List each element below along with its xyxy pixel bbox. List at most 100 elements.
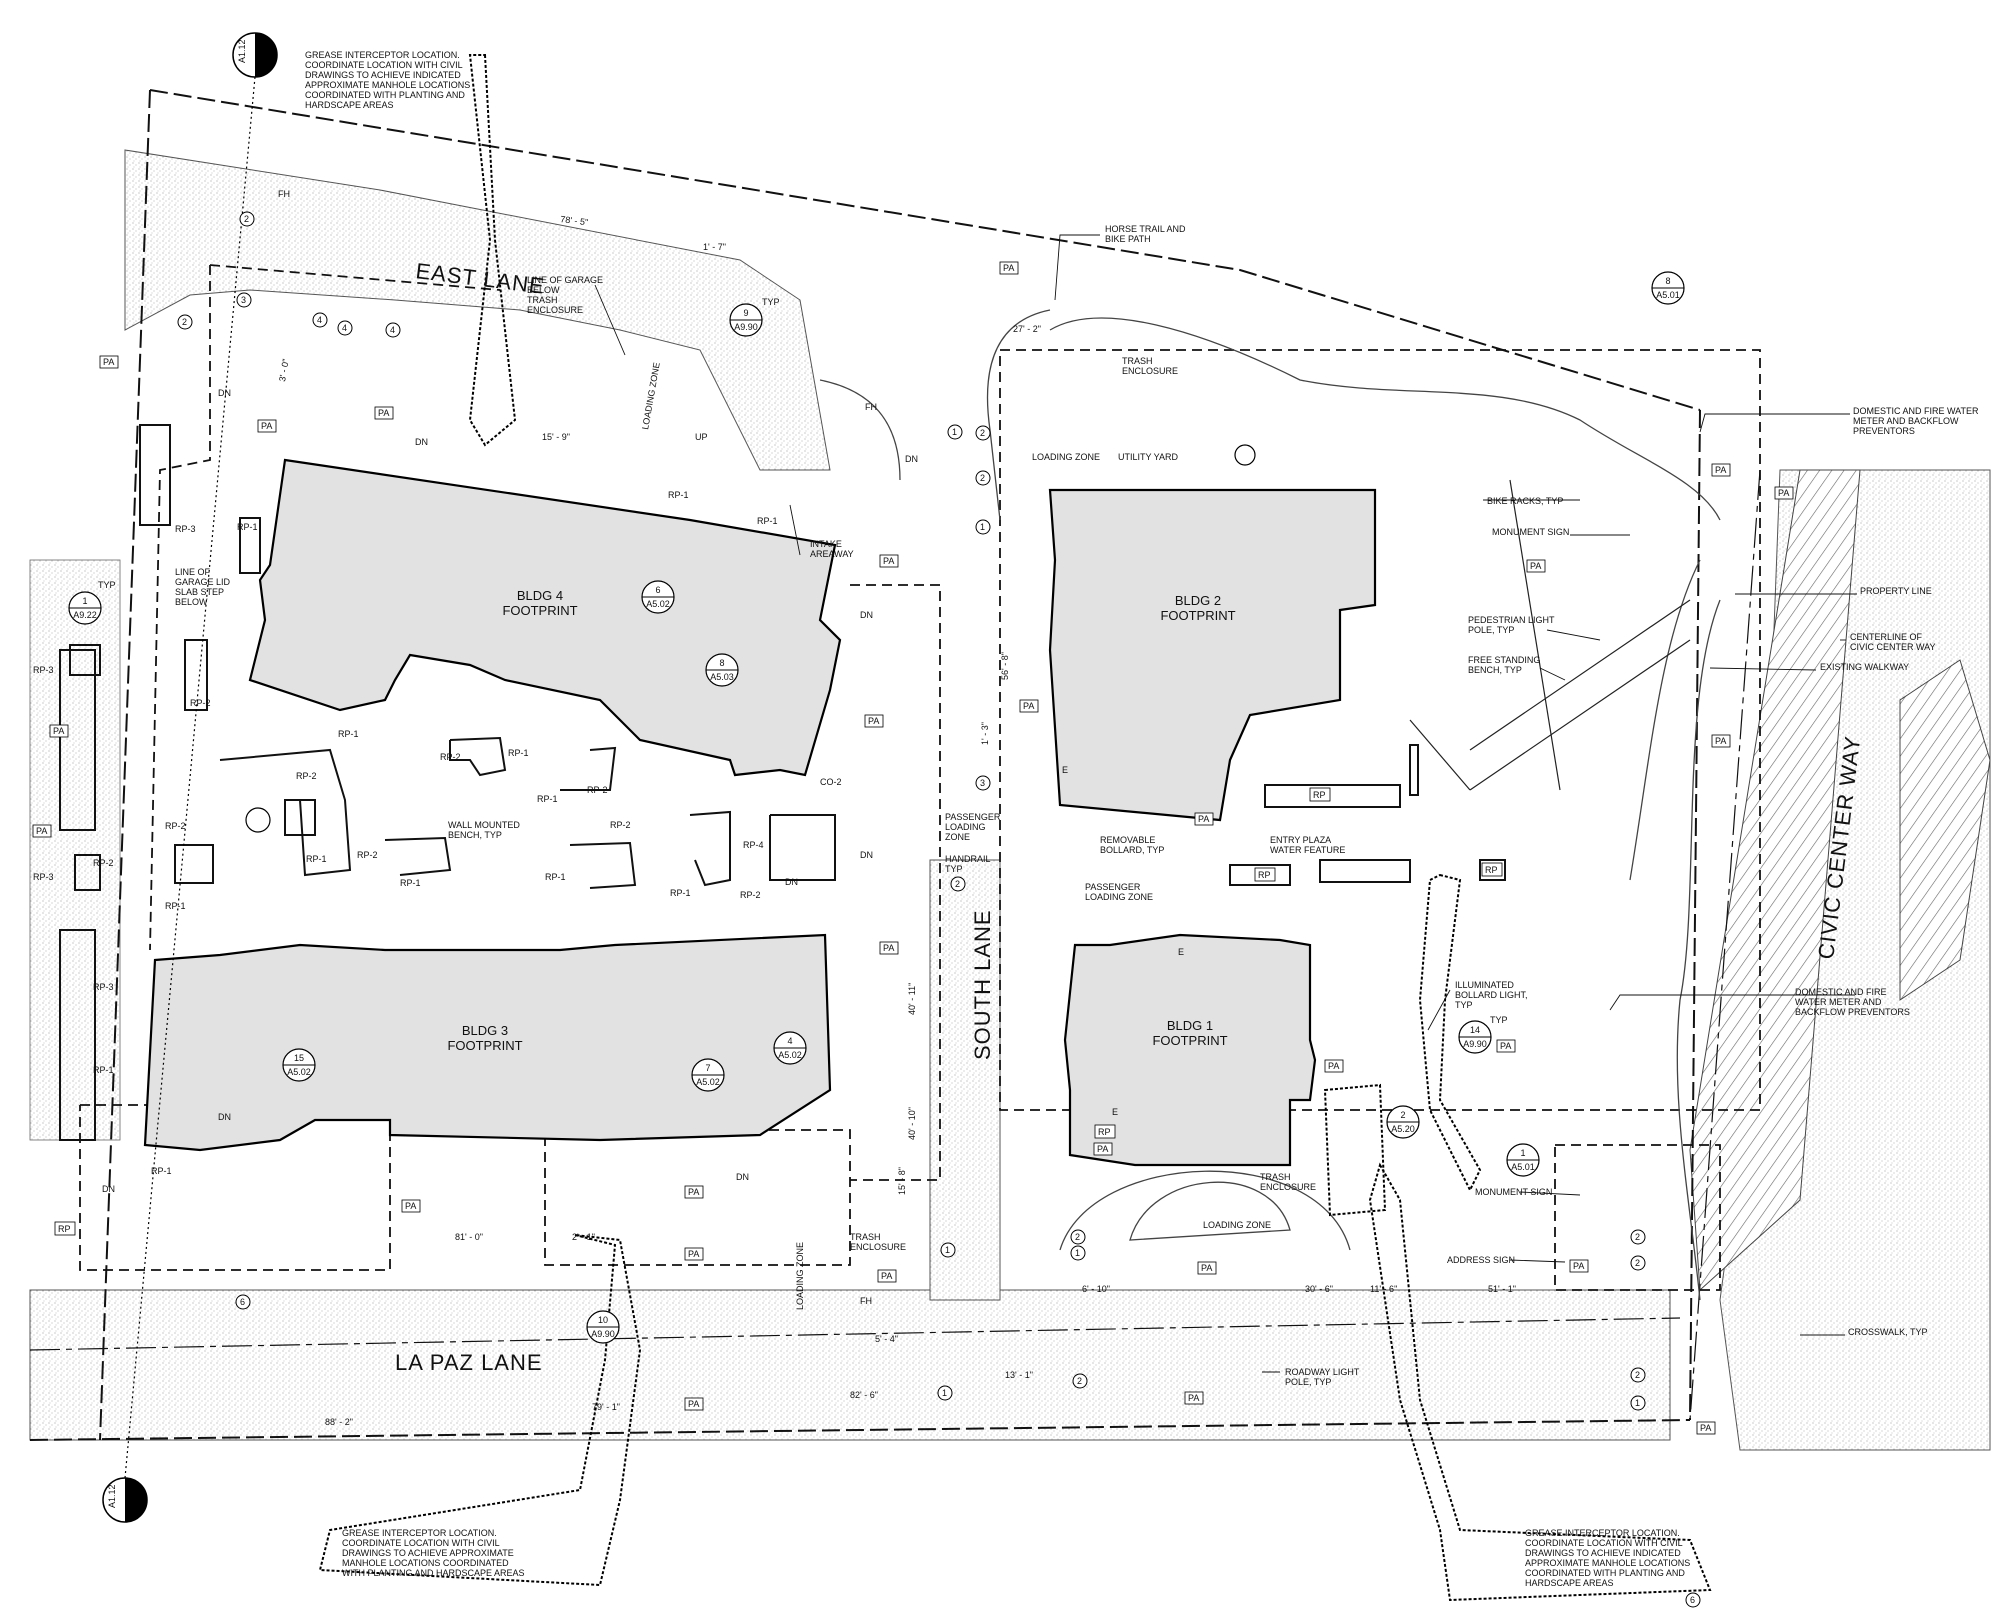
svg-text:RP: RP (1313, 790, 1326, 800)
revision-clouds (318, 54, 1712, 1602)
tag-rp-2: RP-2 RP-2 RP-2 RP-2 RP-2 RP-2 RP-2 RP-2 … (93, 698, 761, 900)
svg-text:RP-2: RP-2 (357, 850, 378, 860)
svg-text:FH: FH (860, 1296, 872, 1306)
planter-walls (59, 424, 1506, 1141)
svg-text:10: 10 (598, 1315, 608, 1325)
svg-text:RP: RP (1098, 1127, 1111, 1137)
svg-text:RP-2: RP-2 (165, 821, 186, 831)
svg-text:RP-3: RP-3 (93, 982, 114, 992)
svg-text:RP-1: RP-1 (668, 490, 689, 500)
svg-text:1: 1 (82, 596, 87, 606)
section-marker-top-label: A1.12 (237, 39, 247, 63)
svg-text:PA: PA (261, 421, 272, 431)
svg-text:RP-1: RP-1 (93, 1065, 114, 1075)
plaza-walkways (1409, 479, 1691, 791)
misc-labels: DN DN UP DN DN DN DN DN DN DN FH FH FH E… (102, 189, 1184, 1306)
svg-text:E: E (1062, 765, 1068, 775)
svg-text:GREASE INTERCEPTOR LOCATION.: GREASE INTERCEPTOR LOCATION. COORDINATE … (305, 50, 473, 110)
callout-1-right: 1 A5.01 (1506, 1143, 1540, 1177)
typ-note-left: TYP (98, 580, 116, 590)
svg-text:6: 6 (655, 585, 660, 595)
crosswalk-note: CROSSWALK, TYP (1848, 1327, 1928, 1337)
svg-text:RP-1: RP-1 (306, 854, 327, 864)
monument-sign-note-2: MONUMENT SIGN (1475, 1187, 1552, 1197)
building-footprints (143, 458, 1377, 1167)
svg-text:DN: DN (736, 1172, 749, 1182)
svg-text:8: 8 (1665, 276, 1670, 286)
svg-text:RP-2: RP-2 (587, 785, 608, 795)
svg-text:A9.22: A9.22 (73, 610, 97, 620)
svg-text:GREASE INTERCEPTOR LOCATION.: GREASE INTERCEPTOR LOCATION. COORDINATE … (1525, 1528, 1693, 1588)
dim-15-9: 15' - 9" (542, 432, 570, 442)
loading-zone-bldg1: LOADING ZONE (1203, 1220, 1271, 1230)
svg-text:PA: PA (1715, 465, 1726, 475)
svg-text:PA: PA (378, 408, 389, 418)
svg-text:6: 6 (240, 1297, 245, 1307)
street-label-south-lane: SOUTH LANE (970, 909, 995, 1060)
svg-text:PA: PA (1188, 1393, 1199, 1403)
svg-text:RP-2: RP-2 (440, 752, 461, 762)
svg-text:4: 4 (342, 323, 347, 333)
dim-81-0: 81' - 0" (455, 1232, 483, 1242)
svg-text:PA: PA (883, 556, 894, 566)
svg-text:PA: PA (688, 1249, 699, 1259)
svg-text:PA: PA (1530, 561, 1541, 571)
svg-text:PA: PA (688, 1399, 699, 1409)
svg-text:RP-1: RP-1 (545, 872, 566, 882)
svg-text:RP-1: RP-1 (338, 729, 359, 739)
existing-walkway-note: EXISTING WALKWAY (1820, 662, 1909, 672)
dim-6-10: 6' - 10" (1082, 1284, 1110, 1294)
svg-text:4: 4 (390, 325, 395, 335)
svg-text:RP-3: RP-3 (33, 665, 54, 675)
svg-text:PA: PA (1573, 1261, 1584, 1271)
dim-11-6: 11' - 6" (1370, 1284, 1397, 1294)
callout-9: 9 A9.90 TYP (729, 297, 780, 337)
svg-text:A9.90: A9.90 (1463, 1039, 1487, 1049)
bldg4-footprint (248, 458, 842, 777)
keynote-circles: 2 2 3 4 4 4 1 2 2 1 3 2 1 2 1 2 1 2 2 2 … (177, 211, 1701, 1608)
svg-text:4: 4 (317, 315, 322, 325)
svg-text:PA: PA (103, 357, 114, 367)
svg-text:2: 2 (1635, 1258, 1640, 1268)
garage-outline (79, 264, 1761, 1291)
callout-10: 10 A9.90 (586, 1310, 620, 1344)
property-line-note: PROPERTY LINE (1860, 586, 1932, 596)
leader-lines (594, 234, 1857, 1373)
utility-yard-note: UTILITY YARD (1118, 452, 1179, 462)
svg-text:A5.01: A5.01 (1511, 1162, 1535, 1172)
svg-text:PA: PA (688, 1187, 699, 1197)
svg-text:2: 2 (1635, 1232, 1640, 1242)
svg-text:RP-1: RP-1 (757, 516, 778, 526)
svg-text:A5.02: A5.02 (646, 599, 670, 609)
svg-text:RP-1: RP-1 (508, 748, 529, 758)
svg-text:RP-3: RP-3 (175, 524, 196, 534)
dim-27-2: 27' - 2" (1013, 324, 1041, 334)
svg-text:PA: PA (1715, 736, 1726, 746)
svg-text:DN: DN (905, 454, 918, 464)
svg-text:6: 6 (1690, 1595, 1695, 1605)
svg-text:PA: PA (1003, 263, 1014, 273)
svg-text:1: 1 (942, 1388, 947, 1398)
svg-text:E: E (1112, 1107, 1118, 1117)
callout-8-top: 8 A5.01 (1651, 271, 1685, 305)
callout-4: 4 A5.02 (773, 1031, 807, 1065)
